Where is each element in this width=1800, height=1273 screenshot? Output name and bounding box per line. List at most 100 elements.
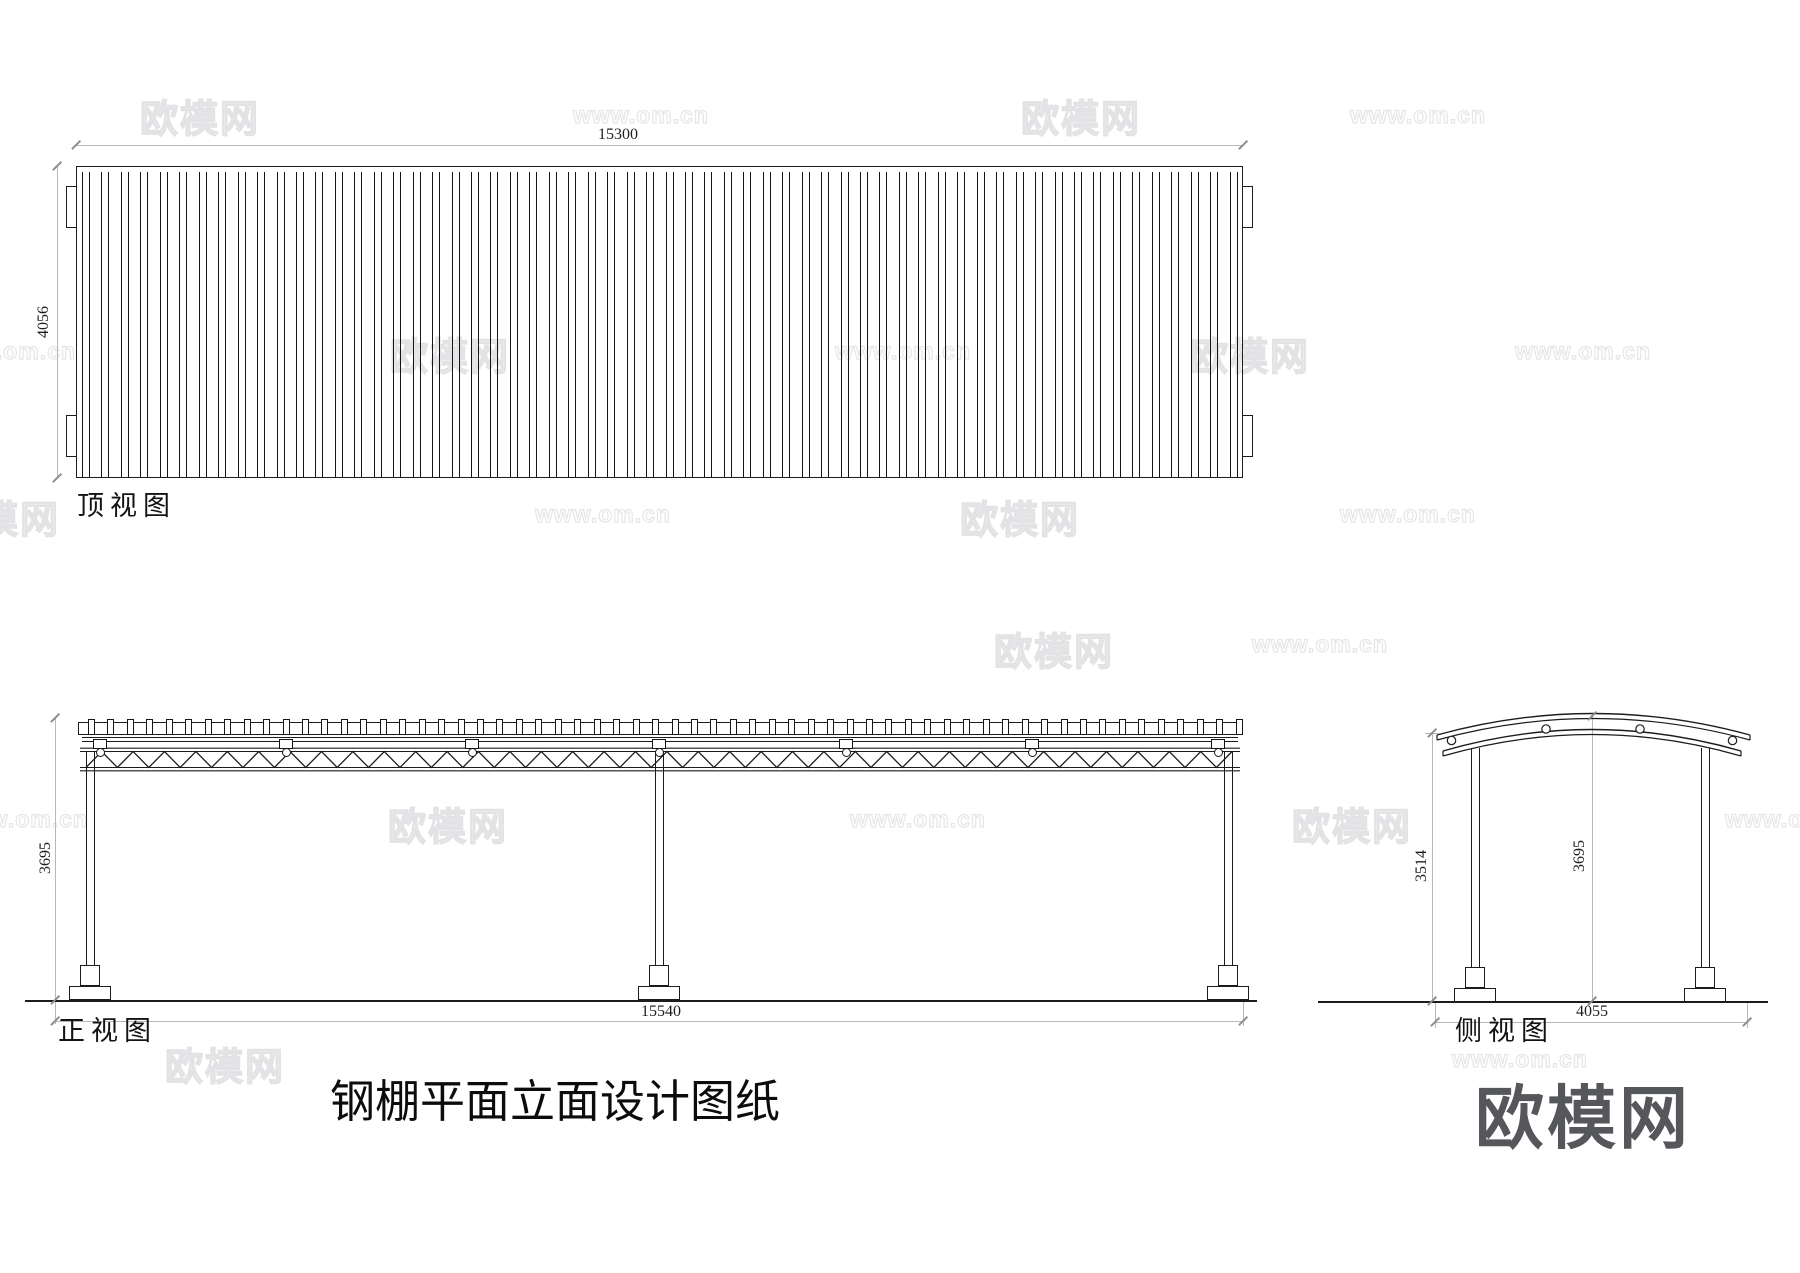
side-view-left-height-dimension: 3514	[1413, 850, 1430, 882]
roof-slat	[1132, 172, 1141, 477]
purlin-end	[146, 719, 154, 735]
purlin-end	[904, 719, 912, 735]
top-view-tab	[1242, 415, 1253, 457]
roof-slat	[1229, 172, 1238, 477]
purlin-end	[866, 719, 873, 735]
purlin-end	[263, 719, 271, 735]
top-view-tab	[66, 415, 77, 457]
top-view-roof-panel	[76, 166, 1243, 478]
watermark-brand: 欧模网	[139, 98, 261, 141]
side-view-footing	[1684, 988, 1726, 1002]
top-view-height-dimension: 4056	[35, 306, 52, 338]
side-view-column	[1471, 748, 1480, 967]
roof-slat	[1190, 172, 1199, 477]
purlin-end	[282, 719, 290, 735]
roof-slat	[82, 172, 90, 477]
roof-slat	[821, 172, 830, 477]
purlin-end	[165, 719, 173, 735]
roof-slat	[159, 172, 168, 477]
purlin-end	[574, 719, 582, 735]
bracket-pin	[1027, 748, 1037, 757]
watermark-url: www.om.cn	[1451, 1045, 1588, 1072]
truss-web	[85, 750, 1233, 769]
purlin-end	[360, 719, 368, 735]
roof-slat	[1151, 172, 1160, 477]
purlin-end	[632, 719, 640, 735]
roof-slat	[937, 172, 946, 477]
dimension-line	[1747, 1002, 1748, 1028]
roof-slat	[840, 172, 849, 477]
purlin-end	[827, 719, 835, 735]
purlin-end	[1216, 719, 1224, 735]
purlin-end	[982, 719, 990, 735]
purlin-end	[710, 719, 718, 735]
bracket-pin	[281, 748, 291, 757]
roof-slat	[334, 172, 343, 477]
side-view-label: 侧视图	[1455, 1016, 1554, 1046]
dimension-line	[76, 145, 1243, 146]
roof-slat	[237, 172, 246, 477]
front-view-width-dimension: 15540	[641, 1003, 681, 1020]
brand-logo: 欧模网	[1475, 1080, 1691, 1157]
roof-slat	[179, 172, 188, 477]
purlin-end	[340, 719, 348, 735]
watermark-url: www.om.cn	[572, 101, 709, 128]
watermark-url: www.om.cn	[834, 337, 971, 364]
bracket-pin	[467, 748, 477, 757]
roof-slat	[315, 172, 324, 477]
purlin-end	[88, 719, 95, 735]
roof-connector-bolt	[1727, 735, 1738, 746]
roof-connector-bolt	[1541, 724, 1551, 734]
roof-slat	[1035, 172, 1044, 477]
front-view-label: 正视图	[58, 1016, 157, 1046]
front-view-column	[1223, 752, 1233, 965]
watermark-brand: 欧模网	[959, 499, 1081, 542]
roof-slat	[1112, 172, 1121, 477]
front-view-height-dimension: 3695	[37, 842, 54, 874]
purlin-end	[846, 719, 854, 735]
purlin-end	[963, 719, 971, 735]
roof-slat	[1073, 172, 1082, 477]
roof-slat	[665, 172, 674, 477]
front-view-footing	[69, 986, 111, 1000]
purlin-end	[1041, 719, 1049, 735]
roof-slat	[354, 172, 363, 477]
watermark-brand: 欧模网	[1189, 336, 1311, 379]
roof-slat	[120, 172, 129, 477]
purlin-end	[107, 719, 115, 735]
roof-slat	[762, 172, 771, 477]
roof-slat	[684, 172, 693, 477]
watermark-brand: 欧模网	[1291, 806, 1413, 849]
bracket-pin	[1213, 748, 1223, 757]
purlin-end	[1235, 719, 1243, 735]
watermark-url: www.om.cn	[849, 805, 986, 832]
front-view-ground-line	[25, 1000, 1257, 1002]
watermark-brand: 欧模网	[164, 1046, 286, 1089]
purlin-end	[1079, 719, 1087, 735]
side-view-ground-line	[1318, 1001, 1768, 1003]
purlin-end	[1021, 719, 1029, 735]
top-view-label: 顶视图	[77, 491, 176, 521]
purlin-end	[593, 719, 601, 735]
purlin-end	[807, 719, 815, 735]
front-view-column	[654, 752, 664, 965]
purlin-end	[301, 719, 309, 735]
purlin-end	[1138, 719, 1146, 735]
watermark-url: www.om.cn	[1349, 101, 1486, 128]
side-view-footing	[1454, 988, 1496, 1002]
watermark-brand: 欧模网	[993, 631, 1115, 674]
roof-slat	[704, 172, 713, 477]
watermark-url: www.om.cn	[1339, 500, 1476, 527]
roof-slat	[976, 172, 985, 477]
roof-slat	[957, 172, 966, 477]
purlin-end	[1157, 719, 1165, 735]
purlin-end	[613, 719, 621, 735]
roof-slat	[996, 172, 1005, 477]
roof-slat	[801, 172, 810, 477]
roof-slat	[490, 172, 499, 477]
roof-slat	[471, 172, 479, 477]
watermark-url: www.om.cn	[0, 805, 88, 832]
dimension-line	[1432, 733, 1433, 1002]
roof-slat	[412, 172, 421, 477]
